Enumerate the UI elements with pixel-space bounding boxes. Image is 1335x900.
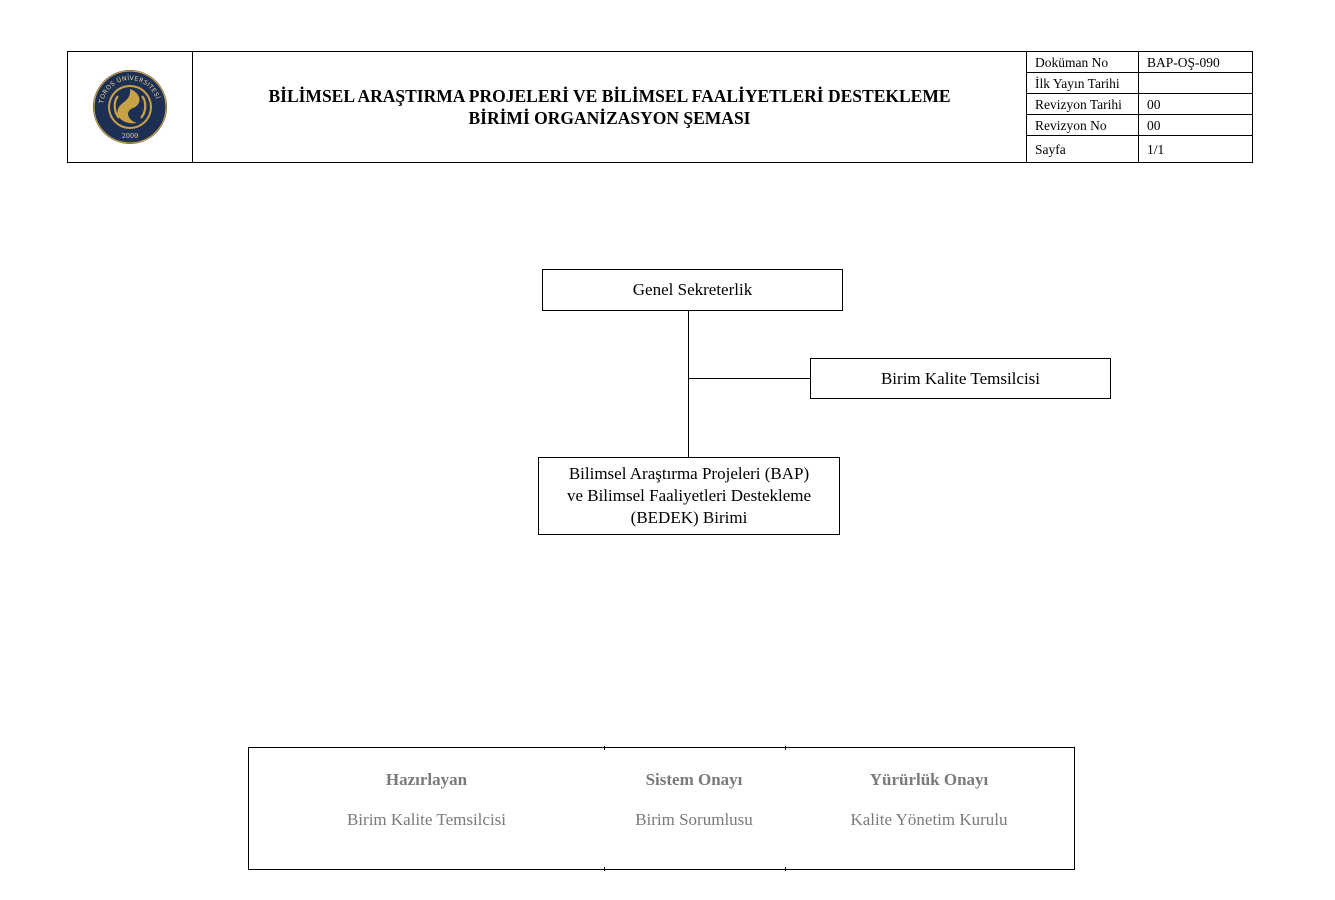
org-box-quality-representative: Birim Kalite Temsilcisi xyxy=(810,358,1111,399)
column-divider-mark xyxy=(604,746,605,750)
logo-cell: TOROS ÜNİVERSİTESİ 2009 xyxy=(68,52,193,162)
org-box-label-line-3: (BEDEK) Birimi xyxy=(630,508,748,527)
meta-row-page: Sayfa 1/1 xyxy=(1027,136,1252,162)
org-box-label-line-1: Bilimsel Araştırma Projeleri (BAP) xyxy=(568,464,810,483)
meta-label: Revizyon Tarihi xyxy=(1027,94,1139,114)
approval-heading: Yürürlük Onayı xyxy=(869,770,989,789)
meta-row-revision-date: Revizyon Tarihi 00 xyxy=(1027,94,1252,115)
column-divider-mark xyxy=(785,746,786,750)
approval-role: Birim Kalite Temsilcisi xyxy=(346,810,507,829)
document-meta-table: Doküman No BAP-OŞ-090 İlk Yayın Tarihi R… xyxy=(1027,52,1252,162)
approval-role: Kalite Yönetim Kurulu xyxy=(850,810,1008,829)
approval-heading: Sistem Onayı xyxy=(645,770,743,789)
org-box-label: Birim Kalite Temsilcisi xyxy=(880,368,1041,388)
approval-heading: Hazırlayan xyxy=(385,770,468,789)
approval-role: Birim Sorumlusu xyxy=(635,810,753,829)
title-line-2: BİRİMİ ORGANİZASYON ŞEMASI xyxy=(468,108,751,128)
approval-effective-approval: Yürürlük Onayı Kalite Yönetim Kurulu xyxy=(839,748,1019,869)
document-title: BİLİMSEL ARAŞTIRMA PROJELERİ VE BİLİMSEL… xyxy=(193,52,1027,162)
org-box-bap-bedek-unit: Bilimsel Araştırma Projeleri (BAP) ve Bi… xyxy=(538,457,840,535)
column-divider-mark xyxy=(785,867,786,871)
approval-system-approval: Sistem Onayı Birim Sorumlusu xyxy=(614,748,774,869)
meta-row-first-publish-date: İlk Yayın Tarihi xyxy=(1027,73,1252,94)
logo-year: 2009 xyxy=(122,132,139,140)
meta-label: Sayfa xyxy=(1027,136,1139,162)
meta-label: Doküman No xyxy=(1027,52,1139,72)
meta-label: Revizyon No xyxy=(1027,115,1139,135)
meta-value xyxy=(1139,73,1252,93)
meta-value: 1/1 xyxy=(1147,141,1165,157)
connector-vertical xyxy=(688,311,689,457)
meta-row-document-no: Doküman No BAP-OŞ-090 xyxy=(1027,52,1252,73)
document-header: TOROS ÜNİVERSİTESİ 2009 BİLİMSEL ARAŞTIR… xyxy=(67,51,1253,163)
meta-value: 00 xyxy=(1147,96,1161,112)
approval-table: Hazırlayan Birim Kalite Temsilcisi Siste… xyxy=(248,746,1075,871)
meta-value: BAP-OŞ-090 xyxy=(1147,54,1220,70)
org-box-label: Genel Sekreterlik xyxy=(632,280,753,299)
university-logo: TOROS ÜNİVERSİTESİ 2009 xyxy=(93,70,167,144)
connector-horizontal xyxy=(688,378,810,379)
meta-row-revision-no: Revizyon No 00 xyxy=(1027,115,1252,136)
org-box-general-secretariat: Genel Sekreterlik xyxy=(542,269,843,311)
meta-value: 00 xyxy=(1147,117,1161,133)
org-box-label-line-2: ve Bilimsel Faaliyetleri Destekleme xyxy=(566,486,812,505)
approval-prepared-by: Hazırlayan Birim Kalite Temsilcisi xyxy=(344,748,509,869)
column-divider-mark xyxy=(604,867,605,871)
meta-label: İlk Yayın Tarihi xyxy=(1027,73,1139,93)
title-line-1: BİLİMSEL ARAŞTIRMA PROJELERİ VE BİLİMSEL… xyxy=(268,86,951,106)
